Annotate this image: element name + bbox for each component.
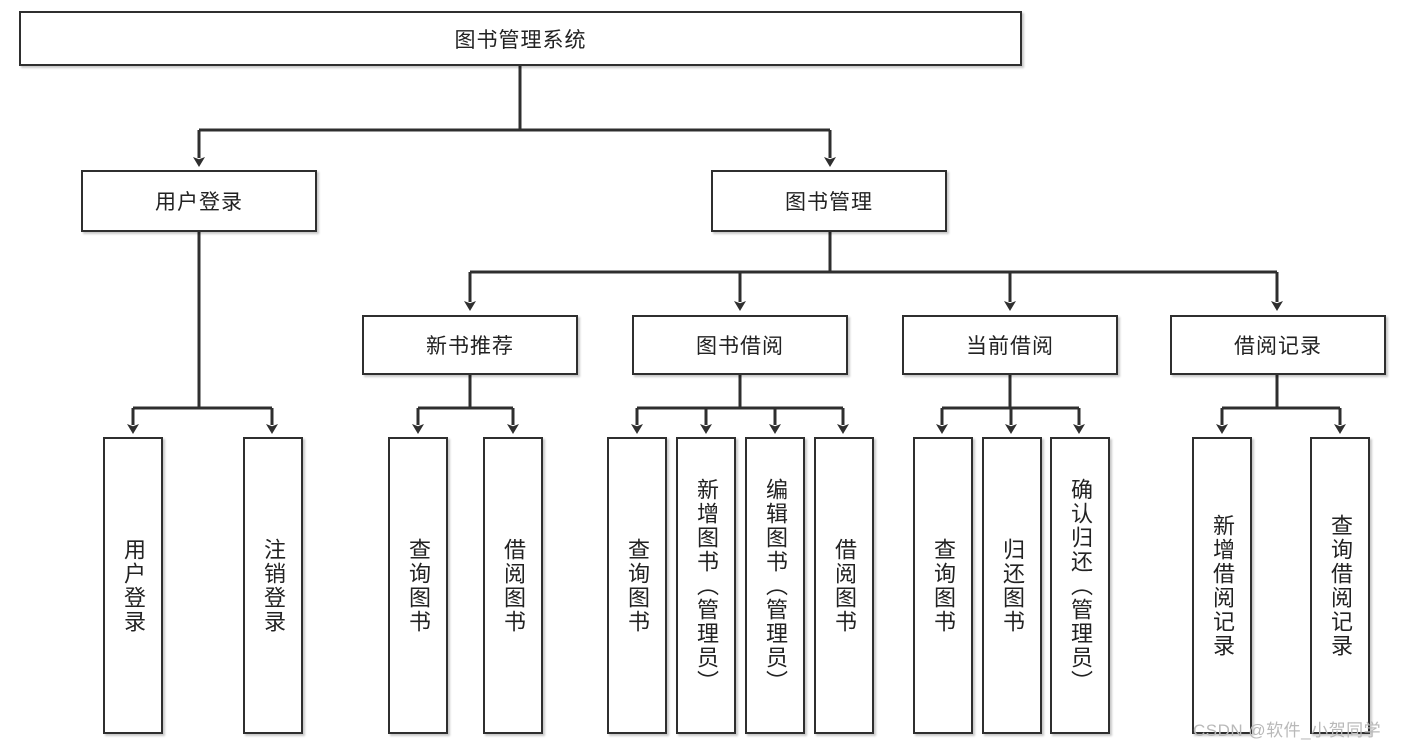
leaf-borrow-add-book-admin[interactable]: 新增图书（管理员） [676,437,736,734]
node-borrow-record[interactable]: 借阅记录 [1170,315,1386,375]
node-label: 新增图书（管理员） [693,477,719,694]
watermark: CSDN @软件_小贺同学 [1193,721,1382,740]
leaf-current-confirm-return-admin[interactable]: 确认归还（管理员） [1050,437,1110,734]
node-label: 查询借阅记录 [1327,513,1353,658]
node-label: 图书管理 [785,191,873,214]
node-label: 确认归还（管理员） [1067,477,1093,694]
node-label: 新增借阅记录 [1209,513,1235,658]
node-label: 查询图书 [624,537,650,634]
node-label: 用户登录 [120,537,146,634]
leaf-borrow-edit-book-admin[interactable]: 编辑图书（管理员） [745,437,805,734]
leaf-borrow-borrow-book[interactable]: 借阅图书 [814,437,874,734]
node-root-system[interactable]: 图书管理系统 [19,11,1022,66]
node-current-borrow[interactable]: 当前借阅 [902,315,1118,375]
leaf-current-query-book[interactable]: 查询图书 [913,437,973,734]
node-book-management[interactable]: 图书管理 [711,170,947,232]
leaf-borrow-query-book[interactable]: 查询图书 [607,437,667,734]
node-label: 用户登录 [155,191,243,214]
node-label: 归还图书 [999,537,1025,634]
node-label: 查询图书 [405,537,431,634]
node-label: 借阅记录 [1234,335,1322,358]
leaf-user-login-logout[interactable]: 注销登录 [243,437,303,734]
node-label: 图书借阅 [696,335,784,358]
node-label: 当前借阅 [966,335,1054,358]
node-user-login[interactable]: 用户登录 [81,170,317,232]
leaf-new-book-query[interactable]: 查询图书 [388,437,448,734]
node-label: 编辑图书（管理员） [762,477,788,694]
node-label: 图书管理系统 [454,28,587,52]
node-label: 借阅图书 [500,537,526,634]
node-label: 查询图书 [930,537,956,634]
leaf-current-return-book[interactable]: 归还图书 [982,437,1042,734]
node-label: 新书推荐 [426,335,514,358]
leaf-new-book-borrow[interactable]: 借阅图书 [483,437,543,734]
node-label: 注销登录 [260,537,286,634]
node-new-book-recommend[interactable]: 新书推荐 [362,315,578,375]
leaf-record-query-record[interactable]: 查询借阅记录 [1310,437,1370,734]
node-book-borrow[interactable]: 图书借阅 [632,315,848,375]
leaf-user-login-login[interactable]: 用户登录 [103,437,163,734]
leaf-record-add-record[interactable]: 新增借阅记录 [1192,437,1252,734]
node-label: 借阅图书 [831,537,857,634]
